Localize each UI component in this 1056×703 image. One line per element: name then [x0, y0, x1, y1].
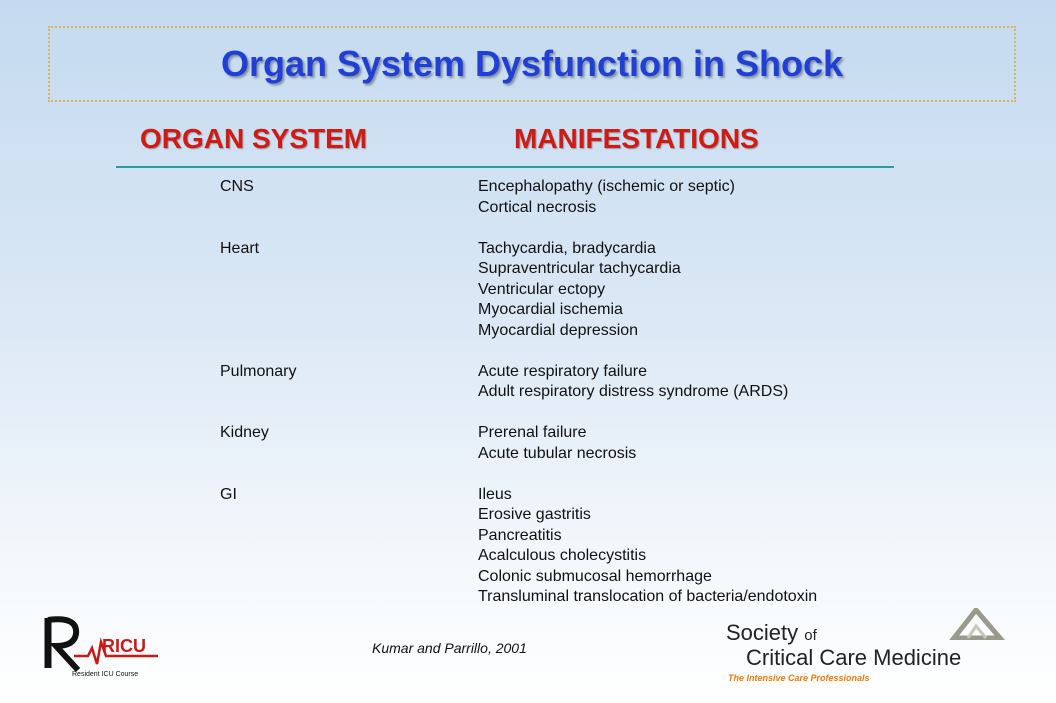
organ-name: Kidney	[220, 424, 269, 441]
manifestation-item: Transluminal translocation of bacteria/e…	[478, 588, 818, 605]
organ-name: Heart	[220, 239, 260, 257]
manifestation-item: Myocardial ischemia	[478, 301, 623, 318]
manifestation-item: Prerenal failure	[478, 424, 587, 441]
ricu-logo-caption: Resident ICU Course	[72, 671, 138, 678]
organ-name: Pulmonary	[220, 362, 297, 380]
organ-system-header: ORGAN SYSTEM	[140, 123, 368, 154]
manifestation-item: Acalculous cholecystitis	[478, 547, 647, 564]
ricu-logo: RICU Resident ICU Course	[44, 616, 158, 678]
sccm-society: Society of	[726, 620, 817, 645]
organ-name: CNS	[220, 178, 254, 195]
ricu-logo-mark: RICU	[102, 636, 146, 656]
slide-title: Organ System Dysfunction in Shock	[220, 43, 844, 84]
organ-name: GI	[220, 485, 237, 503]
manifestation-item: Encephalopathy (ischemic or septic)	[478, 178, 736, 195]
header-rule	[116, 166, 894, 168]
manifestation-item: Tachycardia, bradycardia	[478, 239, 656, 257]
sccm-tagline: The Intensive Care Professionals	[728, 673, 870, 683]
manifestation-item: Pancreatitis	[478, 526, 562, 544]
manifestation-item: Cortical necrosis	[478, 198, 597, 216]
manifestation-item: Myocardial depression	[478, 321, 639, 339]
sccm-triangle-icon	[949, 608, 1006, 640]
manifestation-item: Adult respiratory distress syndrome (ARD…	[478, 383, 789, 400]
manifestation-item: Ventricular ectopy	[478, 280, 606, 298]
sccm-of: of	[804, 627, 817, 644]
sccm-logo: Society of Critical Care Medicine The In…	[722, 608, 1012, 688]
manifestation-item: Supraventricular tachycardia	[478, 260, 681, 277]
manifestation-list: Encephalopathy (ischemic or septic) Corti…	[478, 177, 1056, 218]
manifestation-item: Colonic submucosal hemorrhage	[478, 567, 712, 585]
citation: Kumar and Parrillo, 2001	[372, 640, 527, 656]
manifestations-header: MANIFESTATIONS	[514, 123, 759, 154]
manifestation-item: Acute tubular necrosis	[478, 444, 637, 462]
organ-table: CNS Encephalopathy (ischemic or septic) Co…	[0, 177, 1056, 628]
manifestation-item: Ileus	[478, 485, 512, 503]
manifestation-item: Acute respiratory failure	[478, 362, 647, 380]
sccm-name: Critical Care Medicine	[746, 645, 962, 670]
organ-row: CNS Encephalopathy (ischemic or septic) Co…	[0, 177, 1056, 218]
title-box: Organ System Dysfunction in Shock	[48, 26, 1016, 102]
manifestation-item: Erosive gastritis	[478, 506, 591, 523]
